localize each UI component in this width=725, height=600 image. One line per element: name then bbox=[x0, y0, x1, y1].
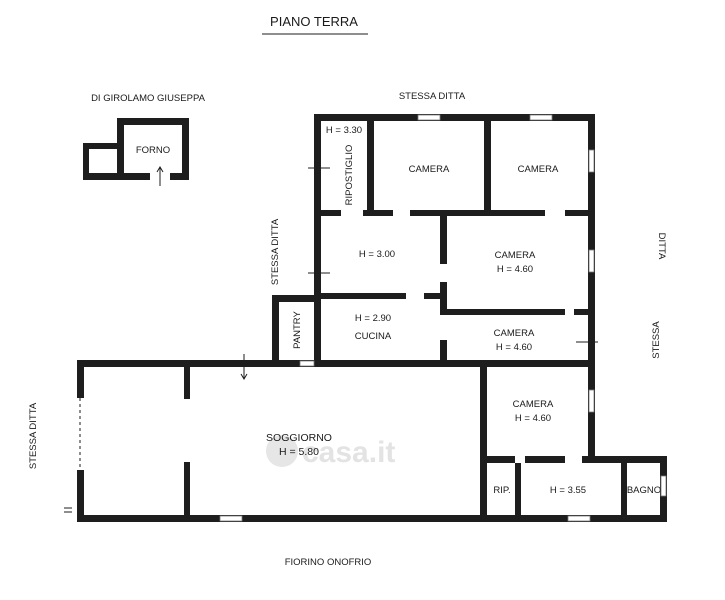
room-soggiorno-label: SOGGIORNO bbox=[266, 432, 332, 444]
room-camera-4-height: H = 4.60 bbox=[496, 342, 532, 353]
room-cucina-label: CUCINA bbox=[355, 331, 392, 342]
room-camera-3-label: CAMERA bbox=[495, 250, 536, 261]
room-camera-2-label: CAMERA bbox=[518, 164, 559, 175]
room-camera-1-label: CAMERA bbox=[409, 164, 450, 175]
room-corridor-height: H = 3.55 bbox=[550, 485, 586, 496]
forno-building bbox=[83, 118, 189, 186]
watermark-text: casa.it bbox=[302, 436, 395, 469]
neighbor-bottom-label: FIORINO ONOFRIO bbox=[285, 557, 372, 568]
neighbor-top-label: STESSA DITTA bbox=[399, 91, 466, 102]
neighbor-right-label-b: STESSA bbox=[651, 321, 662, 359]
room-bagno-label: BAGNO bbox=[627, 485, 661, 496]
room-hall-height: H = 3.00 bbox=[359, 249, 395, 260]
neighbor-right-label-a: DITTA bbox=[656, 233, 667, 260]
room-cucina-height: H = 2.90 bbox=[355, 313, 391, 324]
room-rip-label: RIP. bbox=[493, 485, 510, 496]
room-camera-4-label: CAMERA bbox=[494, 328, 535, 339]
room-soggiorno-height: H = 5.80 bbox=[279, 446, 319, 458]
room-forno-label: FORNO bbox=[136, 145, 170, 156]
room-pantry-label: PANTRY bbox=[292, 311, 303, 349]
plan-title: PIANO TERRA bbox=[270, 14, 358, 29]
room-camera-5-height: H = 4.60 bbox=[515, 413, 551, 424]
room-camera-3-height: H = 4.60 bbox=[497, 264, 533, 275]
interior-walls bbox=[184, 121, 627, 522]
room-ripostiglio-height: H = 3.30 bbox=[326, 125, 362, 136]
watermark: casa.it bbox=[266, 435, 395, 469]
neighbor-top-left-label: DI GIROLAMO GIUSEPPA bbox=[91, 93, 206, 104]
neighbor-left-mid-label: STESSA DITTA bbox=[270, 218, 281, 285]
openings bbox=[64, 114, 667, 522]
neighbor-left-label: STESSA DITTA bbox=[28, 402, 39, 469]
room-camera-5-label: CAMERA bbox=[513, 399, 554, 410]
room-ripostiglio-label: RIPOSTIGLIO bbox=[344, 145, 355, 206]
